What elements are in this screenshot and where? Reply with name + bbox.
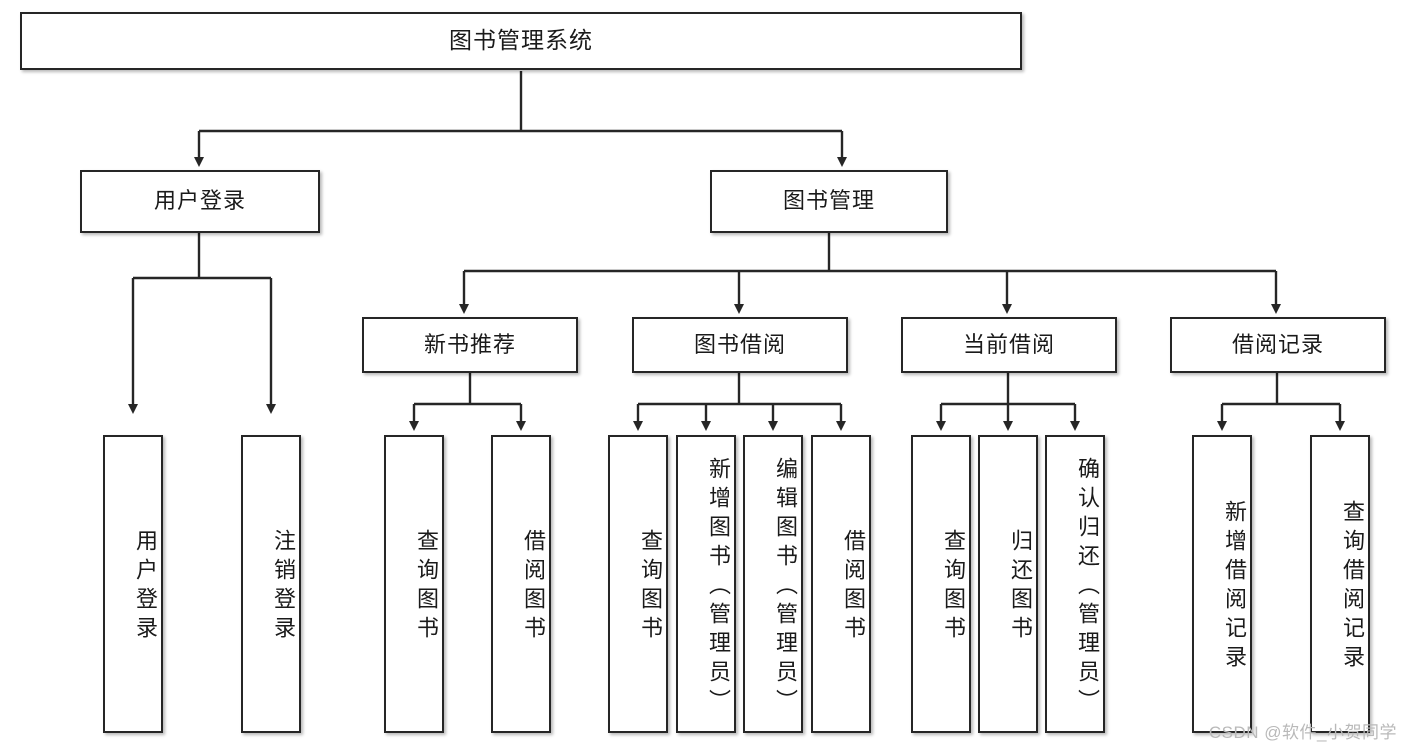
node-current-borrow[interactable]: 当前借阅 [901, 317, 1117, 373]
leaf-borrow-query-book-label: 查询图书 [638, 529, 663, 645]
node-borrow-record[interactable]: 借阅记录 [1170, 317, 1386, 373]
leaf-current-query-book[interactable]: 查询图书 [911, 435, 971, 733]
leaf-current-return-book[interactable]: 归还图书 [978, 435, 1038, 733]
leaf-record-query-record-label: 查询借阅记录 [1340, 500, 1365, 674]
node-user-login-label: 用户登录 [153, 188, 246, 214]
leaf-borrow-query-book[interactable]: 查询图书 [608, 435, 668, 733]
leaf-login-logout-label: 注销登录 [271, 529, 296, 645]
node-new-book-recommend-label: 新书推荐 [423, 331, 516, 357]
leaf-current-query-book-label: 查询图书 [941, 529, 966, 645]
node-borrow-record-label: 借阅记录 [1231, 331, 1324, 357]
leaf-borrow-borrow-book-label: 借阅图书 [841, 529, 866, 645]
leaf-newbook-query-book-label: 查询图书 [414, 529, 439, 645]
leaf-login-logout[interactable]: 注销登录 [241, 435, 301, 733]
leaf-current-return-book-label: 归还图书 [1008, 529, 1033, 645]
leaf-newbook-query-book[interactable]: 查询图书 [384, 435, 444, 733]
leaf-current-confirm-return[interactable]: 确认归还（管理员） [1045, 435, 1105, 733]
node-book-borrow-label: 图书借阅 [693, 331, 786, 357]
leaf-borrow-borrow-book[interactable]: 借阅图书 [811, 435, 871, 733]
leaf-borrow-add-book-label: 新增图书（管理员） [706, 456, 731, 718]
leaf-borrow-add-book[interactable]: 新增图书（管理员） [676, 435, 736, 733]
node-book-management[interactable]: 图书管理 [710, 170, 948, 233]
leaf-login-user-login-label: 用户登录 [133, 529, 158, 645]
node-user-login[interactable]: 用户登录 [80, 170, 320, 233]
node-book-management-label: 图书管理 [782, 188, 875, 214]
node-book-borrow[interactable]: 图书借阅 [632, 317, 848, 373]
leaf-borrow-edit-book[interactable]: 编辑图书（管理员） [743, 435, 803, 733]
leaf-record-query-record[interactable]: 查询借阅记录 [1310, 435, 1370, 733]
leaf-record-add-record[interactable]: 新增借阅记录 [1192, 435, 1252, 733]
csdn-watermark: CSDN @软件_小贺同学 [1208, 723, 1397, 742]
node-root[interactable]: 图书管理系统 [20, 12, 1022, 70]
leaf-newbook-borrow-book-label: 借阅图书 [521, 529, 546, 645]
node-current-borrow-label: 当前借阅 [962, 331, 1055, 357]
leaf-record-add-record-label: 新增借阅记录 [1222, 500, 1247, 674]
node-root-label: 图书管理系统 [449, 27, 593, 54]
leaf-newbook-borrow-book[interactable]: 借阅图书 [491, 435, 551, 733]
leaf-borrow-edit-book-label: 编辑图书（管理员） [773, 456, 798, 718]
leaf-current-confirm-return-label: 确认归还（管理员） [1075, 456, 1100, 718]
leaf-login-user-login[interactable]: 用户登录 [103, 435, 163, 733]
node-new-book-recommend[interactable]: 新书推荐 [362, 317, 578, 373]
